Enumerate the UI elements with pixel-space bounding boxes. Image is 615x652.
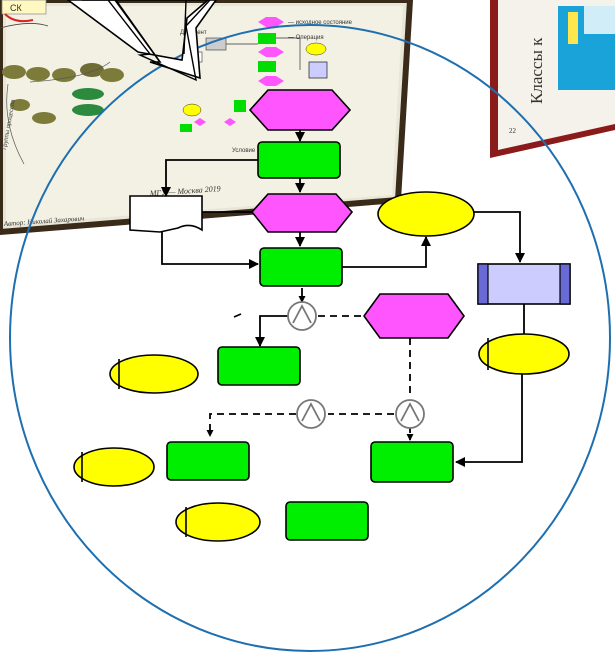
function-box-5 — [370, 441, 454, 483]
slide-right-title: Классы к — [527, 37, 546, 104]
function-box-4 — [166, 441, 250, 481]
slide-right-page: 22 — [509, 127, 517, 135]
event-hexagon-3 — [363, 293, 465, 339]
process-oval-right — [478, 333, 570, 375]
slide-ck-label: СК — [10, 3, 22, 13]
focus-ellipse — [9, 24, 611, 652]
event-hexagon-1 — [248, 89, 352, 131]
function-box-1 — [257, 141, 341, 179]
process-oval-top — [377, 191, 475, 237]
and-connector-icon — [395, 399, 425, 429]
org-oval-1 — [109, 354, 199, 394]
slide-legend-start: — исходное состояние — [288, 20, 353, 26]
info-system-box — [477, 263, 571, 305]
slide-legend-condition: Условие — [232, 148, 256, 154]
event-hexagon-2 — [250, 193, 354, 233]
org-oval-2 — [73, 447, 155, 487]
function-box-6 — [285, 501, 369, 541]
org-oval-3 — [175, 502, 261, 542]
and-connector-icon — [296, 399, 326, 429]
tick-mark — [233, 313, 242, 318]
slide-oval-group — [2, 61, 124, 165]
slide-legend-operation: — Операция — [288, 35, 324, 41]
slide-ck-box: СК — [1, 0, 47, 23]
left-slide-photo: СК — [0, 0, 414, 236]
document-shape — [129, 195, 203, 233]
function-box-3 — [217, 346, 301, 386]
function-box-2 — [259, 247, 343, 287]
callout-arrow — [66, 0, 217, 82]
and-connector-icon — [287, 301, 317, 331]
right-slide-photo: Классы к 22 — [490, 0, 615, 158]
